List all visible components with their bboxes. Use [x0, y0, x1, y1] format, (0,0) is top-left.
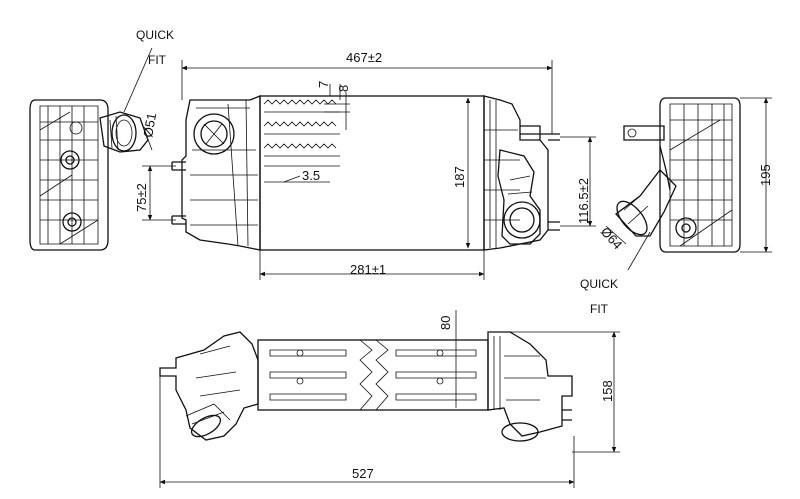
- fin-dim-3-5-label: 3.5: [302, 168, 320, 183]
- quick-fit-right-label-line1: QUICK: [580, 277, 618, 291]
- core-height-label: 187: [452, 166, 467, 188]
- left-port-offset-label: 75±2: [134, 183, 149, 212]
- core-width-label: 281±1: [350, 262, 386, 277]
- right-pipe-diameter-label: Ø64: [598, 224, 626, 252]
- fin-dim-7-label: 7: [316, 81, 331, 88]
- bottom-overall-length-label: 527: [352, 466, 374, 481]
- overall-length-top-label: 467±2: [346, 50, 382, 65]
- left-side-view: [29, 99, 149, 251]
- bottom-dim-80-label: 80: [438, 316, 453, 330]
- fin-dim-8-label: 8: [336, 85, 351, 92]
- quick-fit-left-label-line2: FIT: [148, 53, 167, 67]
- right-port-offset-label: 116.5±2: [576, 178, 591, 224]
- bottom-height-label: 158: [600, 380, 615, 402]
- left-pipe-diameter-label: Ø51: [140, 112, 159, 139]
- quick-fit-left-label-line1: QUICK: [136, 28, 174, 42]
- right-side-view: [615, 97, 741, 253]
- quick-fit-right-label-line2: FIT: [590, 302, 609, 316]
- side-height-label: 195: [758, 164, 773, 186]
- front-view: [171, 95, 560, 251]
- bottom-view: [159, 331, 573, 442]
